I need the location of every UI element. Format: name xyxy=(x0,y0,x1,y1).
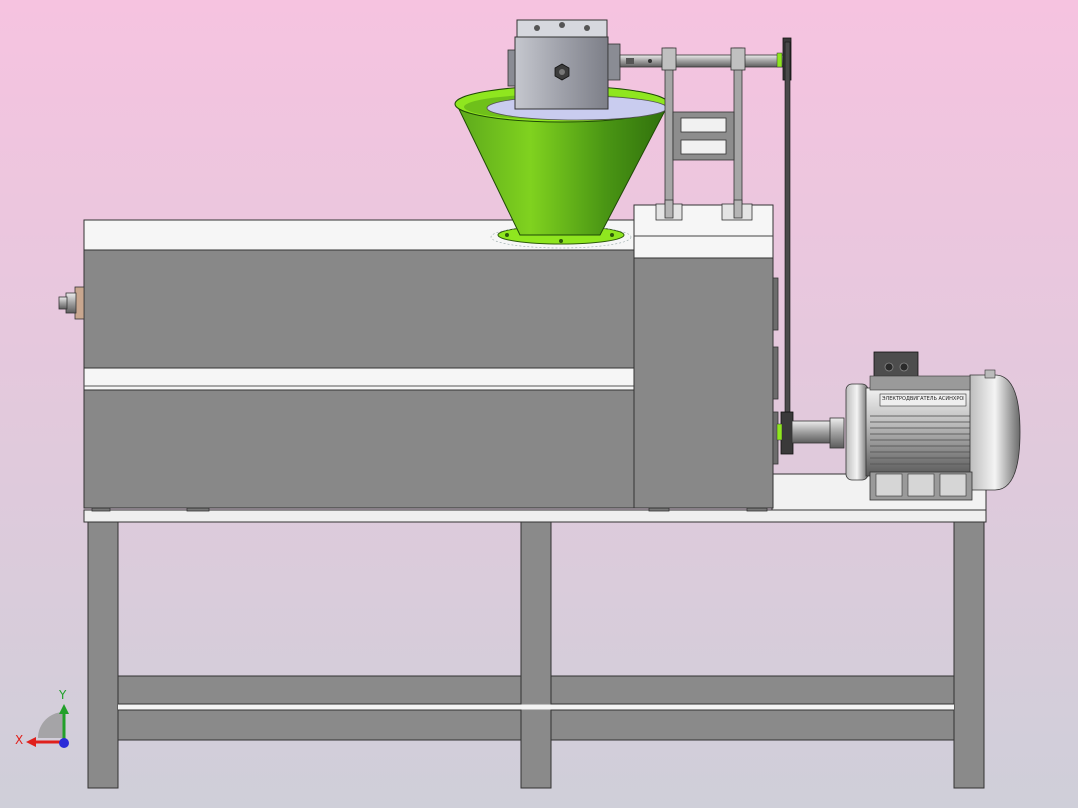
table-crossbar-upper-right[interactable] xyxy=(550,675,955,705)
motor-front-flange[interactable] xyxy=(845,383,869,481)
motor-nameplate-text: ЭЛЕКТРОДВИГАТЕЛЬ АСИНХРОННЫЙ ТРЁХФАЗНЫЙ xyxy=(882,396,964,402)
motor-terminal-box[interactable] xyxy=(873,351,919,379)
press-body[interactable] xyxy=(58,204,779,509)
oil-outlet-nozzle[interactable] xyxy=(58,286,85,320)
triad-x-label: X xyxy=(15,733,24,747)
press-housing[interactable] xyxy=(83,219,635,509)
table-crossbar-lower-right[interactable] xyxy=(550,709,955,741)
table-leg-right[interactable] xyxy=(953,521,985,789)
gearbox[interactable] xyxy=(486,19,668,121)
coordinate-triad xyxy=(26,704,69,748)
motor-shaft[interactable] xyxy=(791,420,833,444)
gearbox-top-flange[interactable] xyxy=(516,19,608,38)
triad-y-label: Y xyxy=(59,688,67,702)
bearing-support-left[interactable] xyxy=(664,47,674,211)
motor-nameplate xyxy=(879,393,967,407)
z-axis-dot-icon xyxy=(59,738,69,748)
belt-strand[interactable] xyxy=(784,41,791,448)
motor-fan-cover[interactable] xyxy=(969,374,1021,491)
press-middle-strip[interactable] xyxy=(83,367,635,391)
table-crossbar-lower-left[interactable] xyxy=(117,709,522,741)
table-leg-middle[interactable] xyxy=(520,521,552,789)
table-crossbar-upper-left[interactable] xyxy=(117,675,522,705)
upper-drive-shaft[interactable] xyxy=(619,54,789,68)
table-top-rail[interactable] xyxy=(83,509,987,523)
table-leg-left[interactable] xyxy=(87,521,119,789)
drive-shaft-assembly[interactable] xyxy=(619,47,789,221)
drive-belt[interactable] xyxy=(776,37,794,455)
electric-motor[interactable] xyxy=(791,351,1021,501)
lower-pulley[interactable] xyxy=(780,411,794,455)
bearing-support-right[interactable] xyxy=(733,47,743,211)
